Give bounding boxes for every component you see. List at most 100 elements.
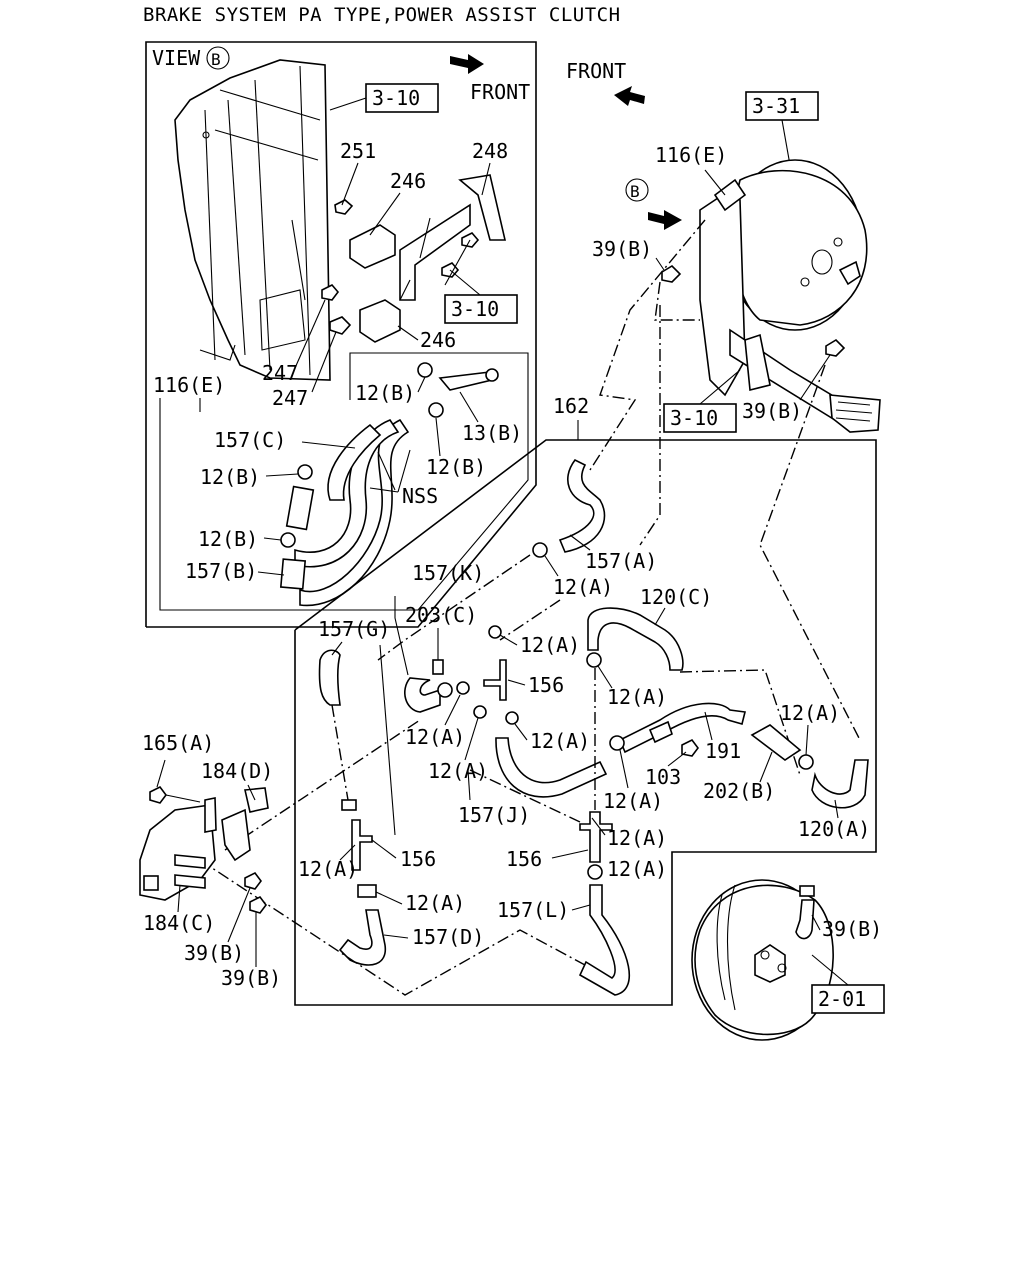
callout-157j[interactable]: 157(J)	[458, 803, 530, 827]
clutch-sensor-bracket	[321, 174, 507, 343]
view-ref-letter: B	[211, 50, 221, 69]
front-label-main: FRONT	[566, 59, 626, 83]
callout-120a[interactable]: 120(A)	[798, 817, 870, 841]
callout-116e-right[interactable]: 116(E)	[655, 143, 727, 167]
dash-leader-k	[199, 859, 586, 996]
view-b-marker-circle	[625, 178, 649, 202]
callout-202b[interactable]: 202(B)	[703, 779, 775, 803]
tee-156-lower-left	[351, 819, 373, 871]
callout-157b[interactable]: 157(B)	[185, 559, 257, 583]
dash-leader-l	[224, 719, 421, 851]
callout-157d[interactable]: 157(D)	[412, 925, 484, 949]
bolt-39b-1	[661, 264, 682, 283]
callout-184c[interactable]: 184(C)	[143, 911, 215, 935]
dash-leader-g	[331, 704, 349, 801]
hose-157l	[578, 884, 631, 996]
callout-12b-1[interactable]: 12(B)	[355, 381, 415, 405]
callout-162[interactable]: 162	[553, 394, 589, 418]
callout-191[interactable]: 191	[705, 739, 741, 763]
view-b-marker-letter: B	[630, 182, 640, 201]
tee-156-upper	[483, 659, 507, 701]
callout-12a-4[interactable]: 12(A)	[405, 725, 465, 749]
ref-3-31-label: 3-31	[752, 94, 800, 118]
ref-3-10-bottom[interactable]	[663, 403, 737, 433]
clip-12a-left	[341, 799, 357, 811]
callout-12a-2[interactable]: 12(A)	[520, 633, 580, 657]
callout-12a-1[interactable]: 12(A)	[553, 575, 613, 599]
callout-251[interactable]: 251	[340, 139, 376, 163]
callout-12a-3[interactable]: 12(A)	[607, 685, 667, 709]
clutch-master-booster	[699, 159, 881, 433]
view-b-inset: VIEW B FRONT 3-10	[145, 41, 537, 628]
callout-156-2[interactable]: 156	[506, 847, 542, 871]
main-hose-frame	[294, 439, 877, 1006]
bracket-184	[139, 787, 269, 901]
line-191	[618, 702, 746, 754]
callout-39b-5[interactable]: 39(B)	[221, 966, 281, 990]
callout-12a-10[interactable]: 12(A)	[607, 857, 667, 881]
callout-157l[interactable]: 157(L)	[497, 898, 569, 922]
callout-12a-7[interactable]: 12(A)	[603, 789, 663, 813]
hose-157k	[404, 677, 441, 713]
callout-12a-8[interactable]: 12(A)	[780, 701, 840, 725]
dash-leader-d	[759, 364, 861, 741]
callout-39b-2[interactable]: 39(B)	[742, 399, 802, 423]
callout-12b-3[interactable]: 12(B)	[200, 465, 260, 489]
callout-157k[interactable]: 157(K)	[412, 561, 484, 585]
front-label-inset: FRONT	[470, 80, 530, 104]
callout-157c[interactable]: 157(C)	[214, 428, 286, 452]
callout-12b-4[interactable]: 12(B)	[198, 527, 258, 551]
hose-157d	[338, 909, 386, 966]
view-b-arrow-icon	[648, 210, 682, 230]
callout-116e-left[interactable]: 116(E)	[153, 373, 225, 397]
ref-3-10-mid-label: 3-10	[451, 297, 499, 321]
callout-12a-6[interactable]: 12(A)	[530, 729, 590, 753]
nss-hose-group	[279, 418, 410, 607]
front-arrow-main-icon	[614, 86, 645, 106]
callout-12a-12[interactable]: 12(A)	[405, 891, 465, 915]
hose-120c	[587, 607, 684, 671]
callout-247-a[interactable]: 247	[262, 361, 298, 385]
callout-156-1[interactable]: 156	[528, 673, 564, 697]
callout-246-b[interactable]: 246	[420, 328, 456, 352]
callout-nss[interactable]: NSS	[402, 484, 438, 508]
callout-248[interactable]: 248	[472, 139, 508, 163]
callout-13b[interactable]: 13(B)	[462, 421, 522, 445]
dash-leader-e	[377, 554, 531, 661]
callout-39b-3[interactable]: 39(B)	[822, 917, 882, 941]
callout-165a[interactable]: 165(A)	[142, 731, 214, 755]
callout-39b-4[interactable]: 39(B)	[184, 941, 244, 965]
callout-203c[interactable]: 203(C)	[405, 603, 477, 627]
callout-157a[interactable]: 157(A)	[585, 549, 657, 573]
callout-12a-5[interactable]: 12(A)	[428, 759, 488, 783]
clip-12a-lower	[357, 884, 377, 898]
callout-157g[interactable]: 157(G)	[318, 617, 390, 641]
ref-3-10-top-label: 3-10	[372, 86, 420, 110]
callout-247-b[interactable]: 247	[272, 386, 308, 410]
callout-184d[interactable]: 184(D)	[201, 759, 273, 783]
ref-3-10-mid[interactable]	[444, 294, 518, 324]
callout-12a-11[interactable]: 12(A)	[298, 857, 358, 881]
connector-202b	[750, 724, 802, 761]
hose-to-booster	[795, 899, 815, 940]
callout-120c[interactable]: 120(C)	[640, 585, 712, 609]
callout-12b-2[interactable]: 12(B)	[426, 455, 486, 479]
callout-103[interactable]: 103	[645, 765, 681, 789]
view-ref-circle	[206, 46, 230, 70]
ref-3-31[interactable]	[745, 91, 819, 121]
hose-120a	[811, 759, 869, 809]
front-arrow-icon	[450, 54, 484, 74]
firewall-panel	[174, 59, 331, 381]
callout-12a-9[interactable]: 12(A)	[607, 826, 667, 850]
diagram-title: BRAKE SYSTEM PA TYPE,POWER ASSIST CLUTCH	[143, 4, 621, 26]
callout-39b-1[interactable]: 39(B)	[592, 237, 652, 261]
dash-leader-i	[469, 769, 581, 823]
ref-2-01-label: 2-01	[818, 987, 866, 1011]
dash-leader-f	[499, 599, 561, 641]
callout-246-a[interactable]: 246	[390, 169, 426, 193]
callout-156-3[interactable]: 156	[400, 847, 436, 871]
ref-3-10-top[interactable]	[365, 83, 439, 113]
hose-157a	[558, 458, 606, 553]
dash-leader-a	[639, 305, 661, 546]
